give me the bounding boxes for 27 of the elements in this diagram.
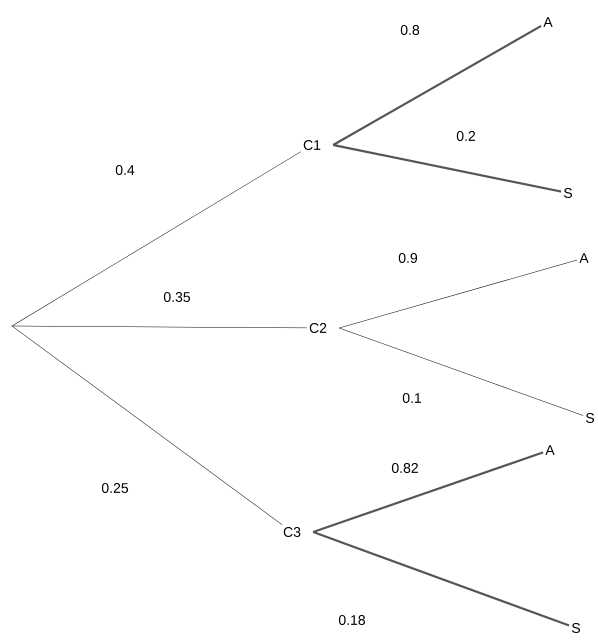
- branch-line: [12, 326, 308, 328]
- probability-label: 0.4: [114, 164, 136, 176]
- branch-line: [12, 326, 283, 526]
- probability-label: 0.8: [399, 24, 421, 36]
- outcome-label: A: [545, 445, 555, 455]
- probability-label: 0.25: [100, 482, 130, 494]
- probability-label: 0.35: [162, 291, 192, 303]
- outcome-label: A: [579, 253, 589, 263]
- outcome-label: A: [543, 17, 553, 27]
- outcome-label: S: [586, 413, 594, 423]
- probability-label: 0.18: [337, 614, 367, 626]
- probability-label: 0.82: [390, 462, 420, 474]
- branch-line: [338, 260, 578, 328]
- branch-label: C1: [304, 140, 320, 150]
- branch-line: [12, 151, 302, 326]
- outcome-label: S: [572, 623, 580, 633]
- probability-label: 0.9: [397, 252, 419, 264]
- branch-line: [332, 144, 562, 193]
- branch-line: [312, 530, 570, 627]
- branch-line: [312, 451, 544, 534]
- outcome-label: S: [564, 188, 572, 198]
- branch-line: [338, 328, 584, 416]
- branch-label: C3: [284, 527, 300, 537]
- branch-label: C2: [310, 323, 326, 333]
- probability-label: 0.1: [401, 392, 423, 404]
- branch-line: [332, 24, 542, 146]
- probability-label: 0.2: [455, 130, 477, 142]
